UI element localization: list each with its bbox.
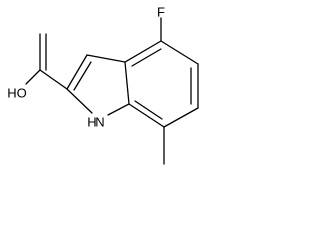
chemical-structure: F HO H N [7,4,199,165]
bond-c2-carboxyl [39,69,68,90]
atom-label-amine-hydrogen: H [87,114,96,129]
bond-n1-c7a [107,103,130,116]
bond-c2-c3-double [73,61,92,91]
atom-label-hydroxyl: HO [7,85,27,100]
bond-c7-c7a [128,103,165,128]
bond-carboxyl-hydroxyl [25,69,41,85]
bond-c2-c3 [66,54,88,90]
atom-label-fluorine: F [157,4,165,19]
bond-c3a-c4 [124,40,162,63]
bond-c4-c5 [160,40,199,65]
bond-c6-c7 [163,107,199,128]
bond-c3a-c4-double [131,48,162,67]
bond-c3-c3a [86,54,126,63]
atom-label-nitrogen: N [95,114,104,129]
bond-c7-c7a-double [134,100,163,120]
bond-c2-n1 [66,88,93,114]
bond-c3a-c7a [124,61,130,105]
